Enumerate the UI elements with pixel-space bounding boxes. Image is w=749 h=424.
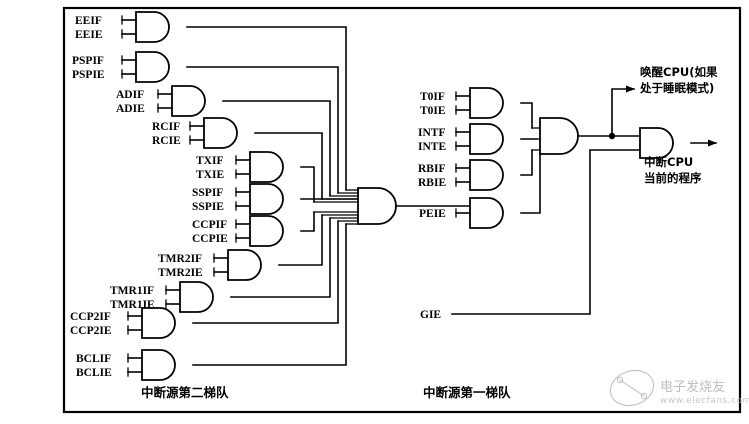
gate-t0if: [455, 87, 504, 119]
wire-pspif-out: [186, 66, 339, 194]
gate-sspif: [235, 183, 284, 215]
gate-peripheral-combiner: [313, 187, 397, 225]
label-TMR1IF: TMR1IF: [110, 285, 154, 297]
caption-first-echelon: 中断源第一梯队: [423, 385, 511, 400]
gate-ccp2if: [127, 307, 176, 339]
label-SSPIF: SSPIF: [192, 187, 223, 199]
label-RCIF: RCIF: [152, 121, 180, 133]
wire-adif-out: [222, 100, 331, 197]
label-CCP2IE: CCP2IE: [70, 325, 112, 337]
label-SSPIE: SSPIE: [192, 201, 224, 213]
wire-t0if-out: [520, 102, 533, 129]
label-TMR2IE: TMR2IE: [158, 267, 203, 279]
gate-pspif: [121, 51, 170, 83]
label-BCLIE: BCLIE: [76, 367, 112, 379]
wire-bclif-out: [192, 223, 347, 366]
gate-core-combiner: [531, 117, 579, 155]
label-RBIE: RBIE: [418, 177, 446, 189]
gate-intf: [455, 123, 504, 155]
wire-eeif-out: [186, 26, 347, 191]
watermark-label: 电子发烧友: [660, 379, 725, 395]
gate-rbif: [455, 159, 504, 191]
wire-ccpif-out: [300, 211, 315, 232]
gate-adif: [157, 85, 206, 117]
gate-eeif: [121, 11, 170, 43]
annotation-wake-line1: 唤醒CPU(如果: [640, 65, 718, 79]
label-CCPIE: CCPIE: [192, 233, 228, 245]
label-GIE: GIE: [420, 309, 441, 321]
wire-wake-branch: [611, 85, 635, 137]
label-CCP2IF: CCP2IF: [70, 311, 111, 323]
wire-ccp2if-out: [192, 220, 339, 324]
label-RBIF: RBIF: [418, 163, 445, 175]
label-PEIE: PEIE: [419, 208, 446, 220]
gate-final-and: [639, 127, 674, 159]
gate-peie: [455, 197, 504, 229]
annotation-interrupt-line2: 当前的程序: [644, 171, 702, 185]
label-T0IE: T0IE: [420, 105, 446, 117]
label-RCIE: RCIE: [152, 135, 181, 147]
gate-tmr2if: [213, 249, 262, 281]
watermark: 电子发烧友 www.elecfans.com: [609, 369, 749, 407]
label-PSPIE: PSPIE: [72, 69, 105, 81]
watermark-url: www.elecfans.com: [660, 396, 749, 406]
wire-rbif-out: [520, 149, 533, 176]
label-TXIF: TXIF: [196, 155, 223, 167]
gate-bclif: [127, 349, 176, 381]
gate-tmr1if: [165, 281, 214, 313]
gate-txif: [235, 151, 284, 183]
caption-second-echelon: 中断源第二梯队: [141, 385, 229, 400]
label-BCLIF: BCLIF: [76, 353, 111, 365]
label-INTE: INTE: [418, 141, 446, 153]
label-EEIE: EEIE: [75, 29, 103, 41]
label-TMR2IF: TMR2IF: [158, 253, 202, 265]
annotation-interrupt-line1: 中断CPU: [644, 155, 693, 169]
gate-ccpif: [235, 215, 284, 247]
label-CCPIF: CCPIF: [192, 219, 227, 231]
diagram-frame: [62, 6, 742, 414]
label-PSPIF: PSPIF: [72, 55, 104, 67]
gate-rcif: [189, 117, 238, 149]
label-TXIE: TXIE: [196, 169, 224, 181]
wire-tmr2if-out: [278, 214, 323, 266]
wire-txif-out: [300, 166, 315, 203]
annotation-wake-line2: 处于睡眠模式): [639, 81, 714, 95]
wire-rcif-out: [254, 132, 323, 200]
wire-gie: [451, 149, 641, 315]
wire-tmr1if-out: [230, 217, 331, 298]
label-ADIF: ADIF: [116, 89, 144, 101]
label-ADIE: ADIE: [116, 103, 145, 115]
label-INTF: INTF: [418, 127, 445, 139]
label-EEIF: EEIF: [75, 15, 102, 27]
label-T0IF: T0IF: [420, 91, 445, 103]
wire-peie-out: [520, 152, 541, 214]
